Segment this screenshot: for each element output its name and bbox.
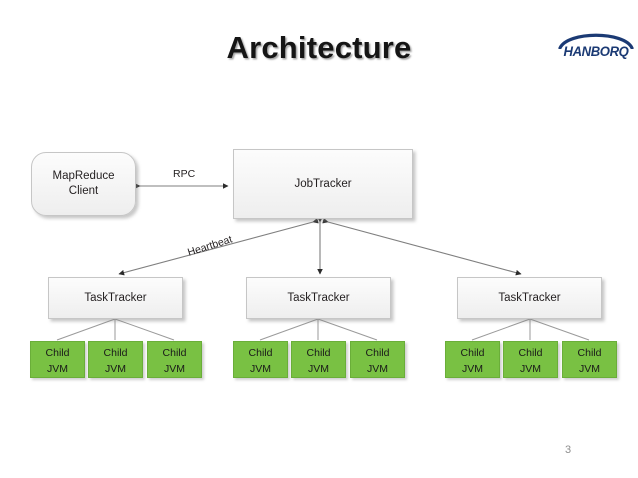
jobtracker-label: JobTracker (294, 177, 352, 190)
node-tasktracker-2[interactable]: TaskTracker (246, 277, 391, 319)
child-jvm-2-line2: JVM (105, 363, 126, 376)
child-jvm-1-label: Child JVM (31, 347, 84, 377)
child-jvm-5-label: Child JVM (292, 347, 345, 377)
node-child-jvm-8[interactable]: Child JVM (503, 341, 558, 378)
edge-tasktracker-3-child-1 (471, 318, 531, 341)
node-child-jvm-9[interactable]: Child JVM (562, 341, 617, 378)
node-child-jvm-4[interactable]: Child JVM (233, 341, 288, 378)
mapreduce-client-line1: MapReduce (52, 170, 115, 183)
node-mapreduce-client[interactable]: MapReduce Client (31, 152, 136, 216)
child-jvm-8-line1: Child (518, 347, 543, 359)
tasktracker-1-label: TaskTracker (84, 291, 147, 304)
edge-tasktracker-3-child-3 (529, 318, 590, 341)
child-jvm-5-line1: Child (306, 347, 331, 359)
edge-label-rpc: RPC (173, 168, 196, 180)
child-jvm-3-line1: Child (162, 347, 187, 359)
edge-label-heartbeat: Heartbeat (186, 233, 234, 259)
child-jvm-6-line1: Child (365, 347, 390, 359)
logo-arc-icon (558, 33, 634, 49)
edge-tasktracker-1-child-1 (56, 318, 116, 341)
child-jvm-4-label: Child JVM (234, 347, 287, 377)
node-child-jvm-5[interactable]: Child JVM (291, 341, 346, 378)
child-jvm-2-label: Child JVM (89, 347, 142, 377)
child-jvm-4-line1: Child (248, 347, 273, 359)
child-jvm-4-line2: JVM (250, 363, 271, 376)
tasktracker-2-label: TaskTracker (287, 291, 350, 304)
child-jvm-6-label: Child JVM (351, 347, 404, 377)
child-jvm-2-line1: Child (103, 347, 128, 359)
node-child-jvm-3[interactable]: Child JVM (147, 341, 202, 378)
edge-jobtracker-tasktracker-3 (322, 217, 522, 276)
child-jvm-1-line2: JVM (47, 363, 68, 376)
edge-tasktracker-2-child-1 (259, 318, 319, 341)
node-child-jvm-6[interactable]: Child JVM (350, 341, 405, 378)
tasktracker-3-label: TaskTracker (498, 291, 561, 304)
child-jvm-9-label: Child JVM (563, 347, 616, 377)
node-child-jvm-2[interactable]: Child JVM (88, 341, 143, 378)
child-jvm-7-label: Child JVM (446, 347, 499, 377)
child-jvm-8-label: Child JVM (504, 347, 557, 377)
node-jobtracker[interactable]: JobTracker (233, 149, 413, 219)
child-jvm-3-label: Child JVM (148, 347, 201, 377)
child-jvm-6-line2: JVM (367, 363, 388, 376)
page-number: 3 (564, 444, 572, 456)
logo-wordmark: HANBORQ (563, 44, 629, 59)
child-jvm-7-line2: JVM (462, 363, 483, 376)
mapreduce-client-label: MapReduce Client (52, 169, 114, 198)
child-jvm-3-line2: JVM (164, 363, 185, 376)
child-jvm-9-line1: Child (577, 347, 602, 359)
child-jvm-8-line2: JVM (520, 363, 541, 376)
child-jvm-9-line2: JVM (579, 363, 600, 376)
node-tasktracker-3[interactable]: TaskTracker (457, 277, 602, 319)
child-jvm-7-line1: Child (460, 347, 485, 359)
node-tasktracker-1[interactable]: TaskTracker (48, 277, 183, 319)
hanborq-logo: HANBORQ (558, 27, 634, 69)
child-jvm-5-line2: JVM (308, 363, 329, 376)
edge-tasktracker-2-child-3 (317, 318, 378, 341)
mapreduce-client-line2: Client (68, 185, 99, 197)
child-jvm-1-line1: Child (45, 347, 70, 359)
node-child-jvm-7[interactable]: Child JVM (445, 341, 500, 378)
node-child-jvm-1[interactable]: Child JVM (30, 341, 85, 378)
page-title: Architecture (226, 30, 412, 65)
edge-tasktracker-1-child-3 (114, 318, 175, 341)
